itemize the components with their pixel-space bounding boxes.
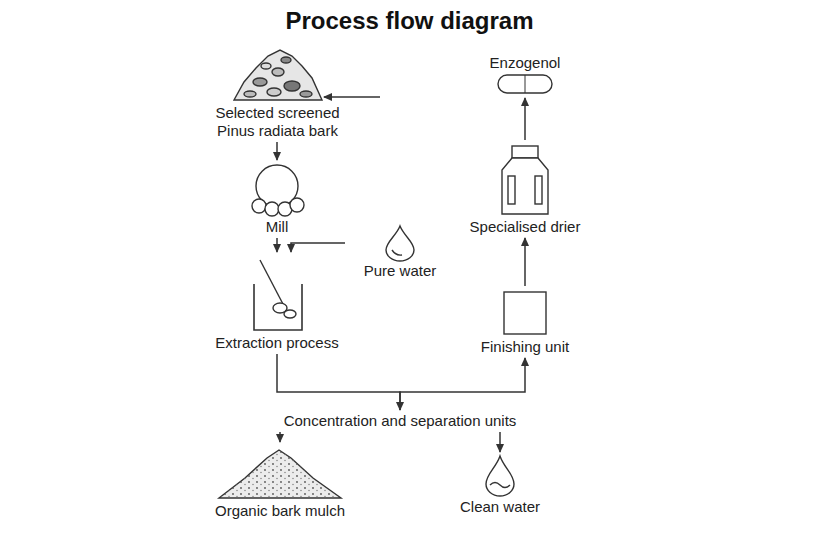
extraction-vessel-drawing (240, 254, 314, 334)
mulch-output-icon (207, 444, 353, 502)
water-source: Pure water (345, 222, 455, 282)
mill-unit: Mill (227, 160, 327, 238)
product-capsule: Enzogenol (465, 52, 585, 98)
flow-arrow (499, 432, 501, 452)
extraction-vessel: Extraction process (202, 252, 352, 354)
node-label: Concentration and separation units (232, 412, 568, 430)
node-label: Enzogenol (467, 54, 583, 72)
flow-arrow (291, 243, 345, 252)
water-output: Clean water (450, 452, 550, 518)
flow-arrow (279, 432, 281, 442)
product-capsule-drawing (495, 72, 555, 96)
finishing-unit-icon (467, 288, 583, 338)
diagram-title: Process flow diagram (0, 6, 819, 36)
process-step: Concentration and separation units (230, 410, 570, 432)
node-label: Extraction process (204, 334, 350, 352)
node-label: Pure water (347, 262, 453, 280)
finishing-unit-drawing (500, 288, 550, 338)
drier-unit-icon (447, 142, 603, 218)
mulch-output-drawing (215, 444, 345, 502)
node-label: Mill (229, 218, 325, 236)
node-label: Selected screened Pinus radiata bark (197, 104, 358, 140)
water-output-drawing (482, 454, 518, 498)
bark-pile-drawing (230, 42, 326, 104)
finishing-unit: Finishing unit (465, 286, 585, 358)
product-capsule-icon (467, 72, 583, 96)
flow-arrow (277, 354, 400, 410)
flow-arrow (524, 98, 526, 140)
drier-unit-drawing (494, 142, 556, 218)
drier-unit: Specialised drier (445, 140, 605, 238)
water-source-icon (347, 224, 453, 262)
bark-pile: Selected screened Pinus radiata bark (195, 40, 360, 142)
mill-unit-drawing (245, 162, 309, 218)
water-output-icon (452, 454, 548, 498)
node-label: Specialised drier (447, 218, 603, 236)
node-label: Organic bark mulch (207, 502, 353, 520)
node-label: Finishing unit (467, 338, 583, 356)
input-arrow (324, 96, 380, 98)
water-source-drawing (382, 224, 418, 262)
bark-pile-icon (197, 42, 358, 104)
flow-arrow (276, 238, 278, 252)
mill-unit-icon (229, 162, 325, 218)
flow-arrow (524, 238, 526, 286)
node-label: Clean water (452, 498, 548, 516)
flow-arrow (276, 142, 278, 160)
mulch-output: Organic bark mulch (205, 442, 355, 522)
extraction-vessel-icon (204, 254, 350, 334)
flow-arrow (400, 358, 525, 410)
